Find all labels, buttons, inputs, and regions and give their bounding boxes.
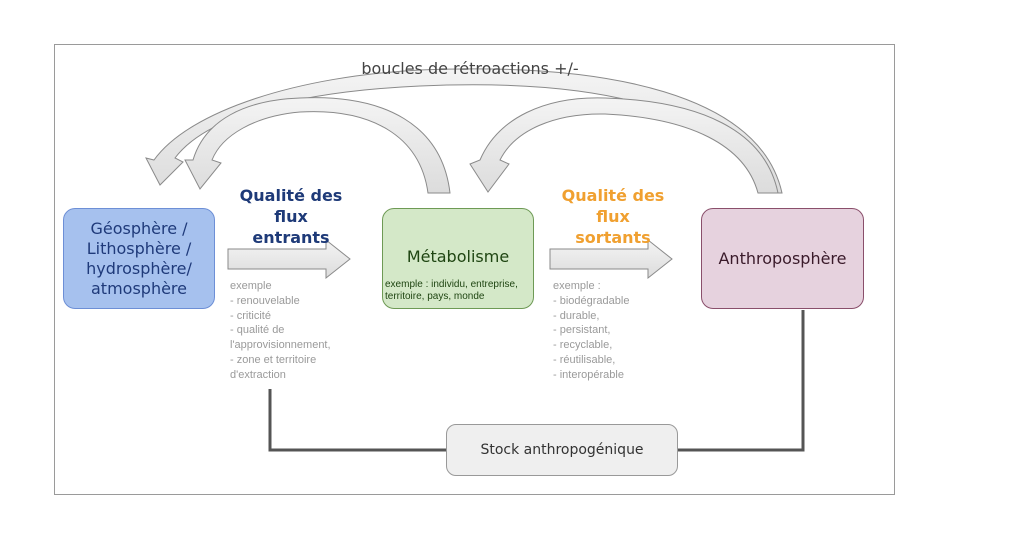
outgoing-examples: exemple : - biodégradable - durable, - p…: [553, 279, 629, 383]
stock-label: Stock anthropogénique: [480, 442, 644, 458]
title-line: flux: [274, 207, 308, 226]
feedback-loops-label: boucles de rétroactions +/-: [361, 59, 579, 78]
title-line: entrants: [252, 228, 330, 247]
example-line: - durable,: [553, 309, 600, 322]
example-line: - zone et territoire: [230, 353, 317, 366]
example-line: exemple :: [553, 280, 601, 292]
geosphere-line: hydrosphère/: [86, 258, 192, 278]
title-line: sortants: [575, 228, 651, 247]
feedback-arrow-outer: [145, 68, 783, 194]
geosphere-box: Géosphère / Lithosphère / hydrosphère/ a…: [63, 208, 215, 309]
example-line: - criticité: [230, 309, 271, 322]
metabolism-title: Métabolisme: [406, 247, 510, 266]
example-line: - qualité de: [230, 324, 285, 337]
metabolism-examples: exemple : individu, entreprise, territoi…: [385, 279, 537, 303]
example-line: - réutilisable,: [553, 353, 616, 366]
anthroposphere-label: Anthroposphère: [718, 248, 847, 268]
incoming-flow-arrow: [227, 238, 351, 280]
title-line: Qualité des: [239, 186, 343, 205]
example-line: - renouvelable: [230, 294, 300, 307]
metabolism-example-line: territoire, pays, monde: [385, 291, 485, 302]
feedback-arrow-right: [469, 97, 779, 194]
example-line: exemple: [230, 280, 272, 292]
example-line: - recyclable,: [553, 339, 613, 352]
example-line: - persistant,: [553, 324, 611, 337]
example-line: l'approvisionnement,: [230, 339, 331, 352]
title-line: Qualité des: [561, 186, 665, 205]
geosphere-line: atmosphère: [91, 278, 187, 298]
example-line: - biodégradable: [553, 294, 630, 307]
example-line: - interopérable: [553, 368, 624, 381]
incoming-flux-title: Qualité des flux entrants: [228, 185, 354, 248]
outgoing-flux-title: Qualité des flux sortants: [550, 185, 676, 248]
geosphere-line: Géosphère /: [90, 218, 188, 238]
metabolism-example-line: exemple : individu, entreprise,: [385, 279, 518, 290]
feedback-arrow-inner: [184, 97, 451, 194]
example-line: d'extraction: [230, 368, 286, 381]
outgoing-flow-arrow: [549, 238, 673, 280]
incoming-examples: exemple - renouvelable - criticité - qua…: [230, 279, 331, 383]
title-line: flux: [596, 207, 630, 226]
stock-box: Stock anthropogénique: [446, 424, 678, 476]
geosphere-line: Lithosphère /: [86, 238, 192, 258]
stock-connector: [268, 310, 805, 452]
anthroposphere-box: Anthroposphère: [701, 208, 864, 309]
metabolism-box: Métabolisme exemple : individu, entrepri…: [382, 208, 534, 309]
